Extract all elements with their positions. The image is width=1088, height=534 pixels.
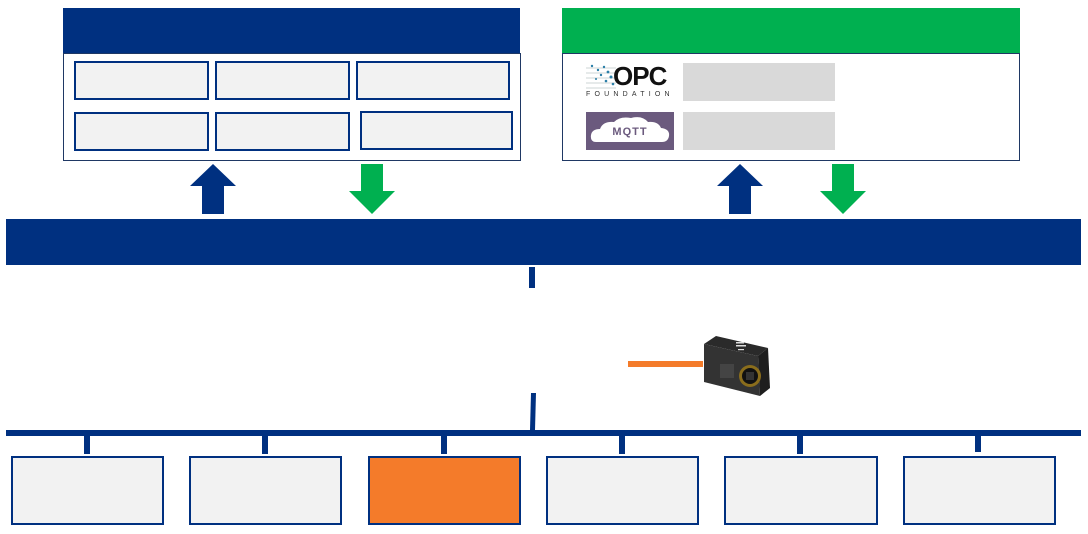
- opc-foundation-logo: OPC FOUNDATION: [586, 61, 670, 102]
- left-cell-6: [360, 111, 513, 150]
- mqtt-logo: MQTT: [586, 112, 674, 150]
- opc-logo-subtext: FOUNDATION: [586, 91, 674, 98]
- opc-logo-text: OPC: [613, 61, 667, 91]
- camera-cable: [628, 361, 703, 367]
- bus-connector-top: [529, 267, 535, 288]
- device-drop: [975, 436, 981, 452]
- left-cell-1: [74, 61, 209, 100]
- left-cell-2: [215, 61, 350, 100]
- mqtt-logo-text: MQTT: [612, 126, 648, 138]
- left-cell-4: [74, 112, 209, 151]
- device-box: [189, 456, 342, 525]
- opc-placeholder-bar: [683, 63, 835, 101]
- device-drop: [441, 436, 447, 454]
- device-drop: [262, 436, 268, 454]
- device-drop: [84, 436, 90, 454]
- right-panel-header: [562, 8, 1020, 54]
- arrow-down-icon: [349, 164, 395, 214]
- industrial-camera-icon: [704, 336, 770, 396]
- left-panel: [63, 53, 521, 161]
- device-bus-line: [6, 430, 1081, 436]
- device-drop: [619, 436, 625, 454]
- main-bus-bar: [6, 219, 1081, 265]
- device-box: [11, 456, 164, 525]
- arrow-down-icon: [820, 164, 866, 214]
- device-box: [724, 456, 878, 525]
- device-box-highlighted: [368, 456, 521, 525]
- left-cell-5: [215, 112, 350, 151]
- arrow-up-icon: [717, 164, 763, 214]
- device-drop: [797, 436, 803, 454]
- left-cell-3: [356, 61, 510, 100]
- mqtt-placeholder-bar: [683, 112, 835, 150]
- right-panel: OPC FOUNDATION MQTT: [562, 53, 1020, 161]
- device-box: [903, 456, 1056, 525]
- left-panel-header: [63, 8, 520, 54]
- device-box: [546, 456, 699, 525]
- arrow-up-icon: [190, 164, 236, 214]
- bus-connector-bottom: [530, 393, 536, 430]
